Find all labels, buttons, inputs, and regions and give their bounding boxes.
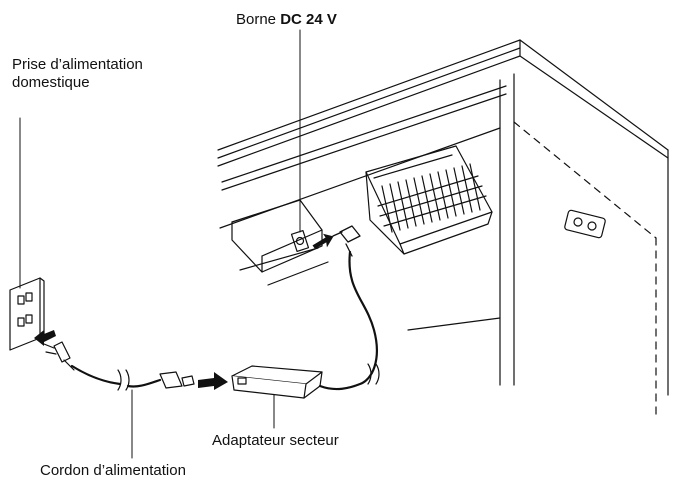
ac-adapter <box>231 365 323 399</box>
leader-lines <box>19 29 301 459</box>
rear-speaker-box <box>365 145 493 255</box>
outlet-label-line1: Prise d’alimentation <box>12 56 143 73</box>
outlet-label: Prise d’alimentation domestique <box>12 56 143 92</box>
outlet-label-line2: domestique <box>12 74 90 91</box>
dc-cable <box>318 225 380 391</box>
power-cord <box>43 341 195 391</box>
panel-socket <box>564 209 606 239</box>
adapter-label: Adaptateur secteur <box>212 432 339 449</box>
instrument-cabinet <box>217 39 669 421</box>
dc-terminal-label: Borne DC 24 V <box>236 11 337 29</box>
power-cord-label: Cordon d’alimentation <box>40 462 186 479</box>
dc-terminal-label-prefix: Borne <box>236 11 277 28</box>
arrows <box>34 233 334 390</box>
dc-terminal-label-voltage: DC 24 V <box>280 11 337 28</box>
